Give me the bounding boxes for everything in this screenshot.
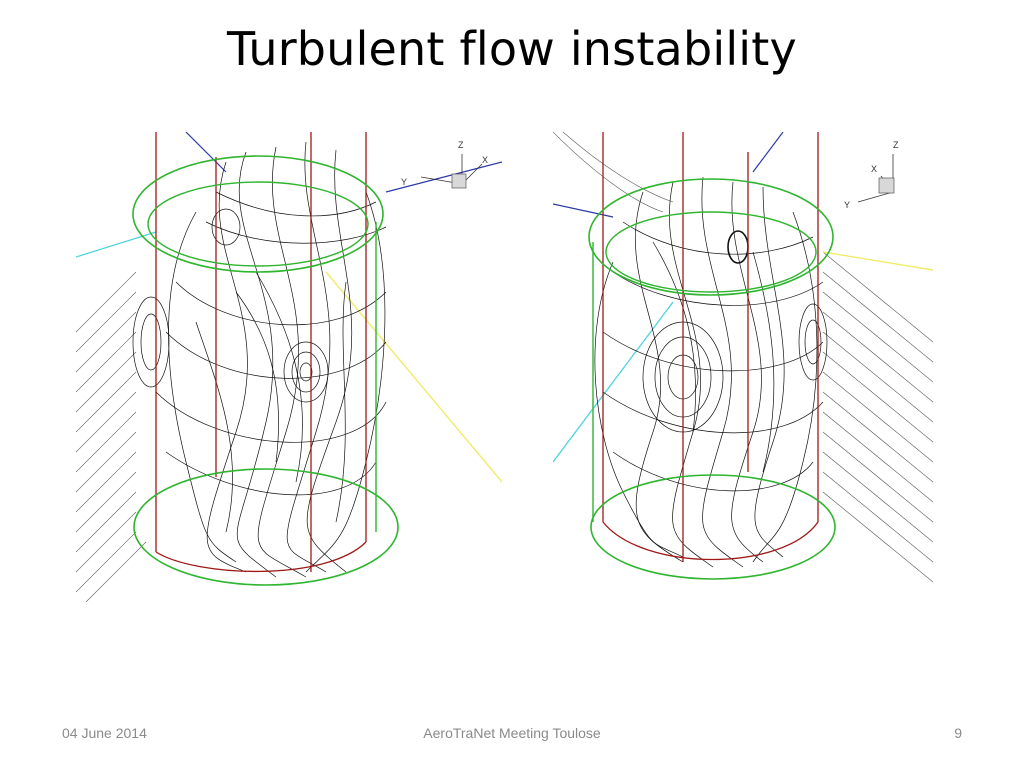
background-streamlines-left — [76, 271, 147, 602]
axis-label-z-right: Z — [893, 140, 899, 150]
cylinder-right — [588, 132, 836, 580]
axis-cyan-left — [76, 231, 157, 258]
footer-event: AeroTraNet Meeting Toulose — [423, 725, 601, 741]
axis-blue-left-b — [385, 161, 502, 193]
axis-label-z-left: Z — [458, 140, 464, 150]
axis-blue-left-a — [185, 132, 227, 173]
axis-blue-right-a — [553, 203, 614, 218]
footer-date: 04 June 2014 — [62, 725, 147, 741]
axis-yellow-left — [325, 271, 502, 483]
axis-triad-left: Z X Y — [401, 140, 488, 189]
axis-triad-right: Z X Y — [844, 140, 899, 210]
streamline-figure-right: Z X Y — [553, 132, 933, 587]
axis-label-x-left: X — [482, 155, 488, 165]
axis-label-y-left: Y — [401, 177, 407, 187]
slide-title: Turbulent flow instability — [227, 22, 797, 76]
streamline-plot-left: Z X Y — [76, 132, 502, 602]
streamline-figure-left: Z X Y — [76, 132, 502, 602]
streamlines-left — [132, 141, 387, 578]
axis-cyan-right — [553, 301, 674, 463]
background-streamlines-right — [553, 132, 933, 583]
cylinder-left — [132, 132, 399, 586]
footer-page-number: 9 — [954, 725, 962, 741]
streamline-plot-right: Z X Y — [553, 132, 933, 583]
axis-label-y-right: Y — [844, 200, 850, 210]
streamlines-right — [594, 176, 828, 568]
axis-blue-right-b — [752, 132, 784, 173]
axis-label-x-right: X — [871, 164, 877, 174]
axis-yellow-right — [822, 251, 933, 271]
